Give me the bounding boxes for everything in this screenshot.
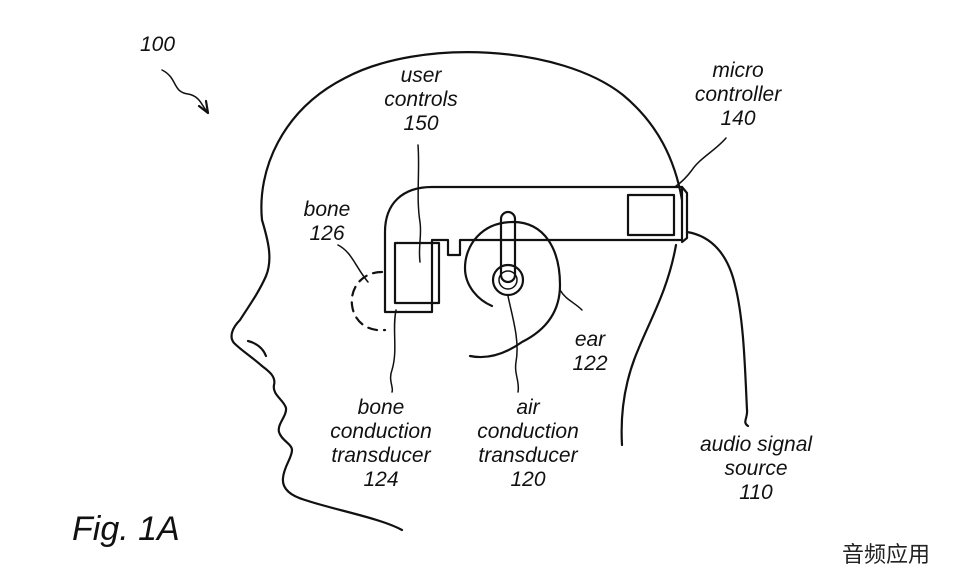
svg-text:150: 150: [403, 112, 438, 135]
svg-text:110: 110: [739, 481, 773, 504]
label-bone-conduction-transducer: bone conduction transducer 124: [330, 396, 432, 491]
leader-120: [507, 295, 520, 393]
label-air-conduction-transducer: air conduction transducer 120: [477, 396, 579, 491]
label-micro-controller: micro controller 140: [695, 59, 782, 130]
leader-100-arrow: [197, 99, 210, 115]
svg-text:micro: micro: [712, 59, 764, 82]
svg-text:122: 122: [572, 352, 607, 375]
ref-100: 100: [140, 33, 175, 56]
leader-126: [337, 244, 369, 283]
svg-text:conduction: conduction: [477, 420, 579, 443]
nostril: [246, 339, 268, 358]
back-of-head: [620, 243, 678, 447]
svg-text:conduction: conduction: [330, 420, 432, 443]
leader-122: [559, 289, 583, 311]
bone-transducer-box: [393, 241, 441, 305]
figure-label: Fig. 1A: [72, 510, 180, 548]
leader-100: [161, 69, 207, 111]
ear-shape: [463, 220, 562, 359]
svg-text:source: source: [724, 457, 787, 480]
watermark: 音频应用: [842, 543, 930, 568]
leader-124: [389, 309, 397, 393]
band-side-edge: [680, 185, 689, 244]
svg-text:120: 120: [510, 468, 545, 491]
svg-text:air: air: [516, 396, 540, 419]
svg-text:transducer: transducer: [478, 444, 578, 467]
bone-dashed-outline: [350, 270, 387, 332]
svg-text:ear: ear: [575, 328, 606, 351]
label-user-controls: user controls 150: [384, 64, 458, 135]
label-bone: bone 126: [304, 198, 351, 245]
svg-text:124: 124: [363, 468, 398, 491]
leader-150: [417, 144, 422, 263]
headset-band: [383, 185, 684, 314]
svg-text:transducer: transducer: [331, 444, 431, 467]
svg-text:audio signal: audio signal: [700, 433, 813, 456]
svg-text:user: user: [401, 64, 443, 87]
svg-text:controller: controller: [695, 83, 782, 106]
micro-controller-box: [626, 193, 676, 237]
audio-cable: [685, 230, 750, 428]
label-ear: ear 122: [572, 328, 607, 375]
svg-text:126: 126: [309, 222, 344, 245]
label-audio-signal-source: audio signal source 110: [700, 433, 813, 504]
air-transducer-bud-inner: [498, 270, 518, 290]
air-transducer-stem: [499, 210, 517, 284]
svg-text:140: 140: [720, 107, 755, 130]
leader-140: [675, 137, 727, 187]
air-transducer-bud: [491, 263, 525, 297]
svg-text:bone: bone: [358, 396, 405, 419]
head-outline: [230, 51, 684, 532]
svg-text:bone: bone: [304, 198, 351, 221]
svg-text:controls: controls: [384, 88, 458, 111]
